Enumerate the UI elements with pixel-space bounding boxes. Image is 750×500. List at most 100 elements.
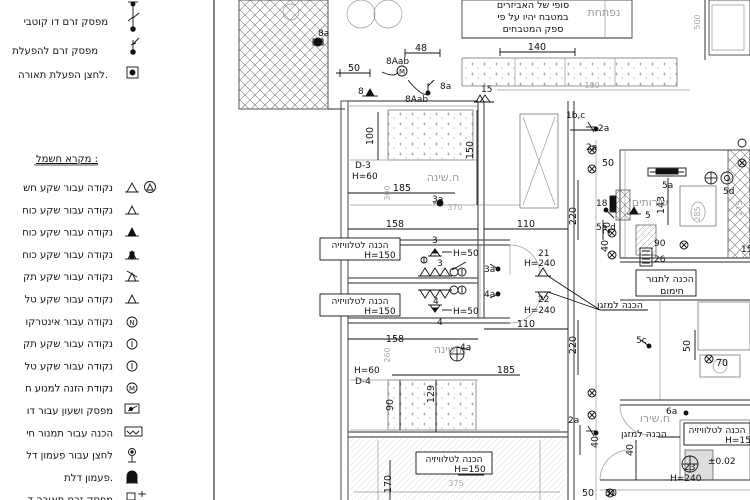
plan-label: 5d <box>723 187 734 197</box>
tv-prep-box-4 <box>683 422 750 446</box>
dimension-value: 48 <box>415 43 427 54</box>
plan-label: 5c <box>636 336 647 346</box>
plan-label: 6a <box>666 407 677 417</box>
plan-label: 8a <box>440 82 451 92</box>
dimension-value: 150 <box>465 141 476 159</box>
dimension-value: 158 <box>386 334 404 345</box>
plan-label: H=50 <box>453 249 479 259</box>
plan-label: 8Aab <box>405 95 428 105</box>
plan-label: D-4 <box>355 377 371 387</box>
legend-heading: מקרא חשמל : <box>36 154 98 165</box>
lighting-button-icon <box>126 66 139 79</box>
tv-prep-label: הכנה לטלוויזיה <box>426 455 483 465</box>
legend-item-label: מפסק ושעון עבור דו <box>27 406 113 417</box>
faint-dimension: 260 <box>383 347 392 362</box>
socket-point-icon <box>125 181 156 193</box>
dimension-value: 110 <box>517 219 535 230</box>
dimension-value: 143 <box>656 196 667 214</box>
legend-item-label: מפסק זרם תאורה ד <box>27 495 113 500</box>
plan-label: 21 <box>538 249 549 259</box>
plan-label: 4a <box>460 343 471 353</box>
legend-item-label: נקודה עבור שקע טל <box>25 295 113 306</box>
tv-prep-label: הכנה לטלוויזיה <box>332 241 389 251</box>
switch-double-pole-icon <box>127 12 140 32</box>
plan-label: H=240 <box>524 306 556 316</box>
socket-point-filled-icon <box>125 249 139 260</box>
plan-label: 22 <box>538 295 549 305</box>
oven-prep-box <box>635 269 697 297</box>
socket-tv-icon <box>418 267 467 277</box>
plan-label: 18 <box>596 199 608 209</box>
dimension-value: 170 <box>383 475 394 493</box>
plan-label: 8Aab <box>386 57 409 67</box>
legend-top-text: מפסק זרם דו קוטבי <box>24 17 108 28</box>
kitchen-note-line: ספק המטבחים <box>503 24 564 35</box>
ac-prep-label: הכנה למזגן <box>621 429 667 440</box>
dimension-value: 90 <box>385 399 396 411</box>
room-label-kitchen: נפתחת <box>588 6 621 19</box>
socket-point-filled-icon <box>647 167 687 177</box>
room-label-bath: ח.שירו <box>640 412 670 425</box>
dimension-value: 185 <box>497 365 515 376</box>
dimension-value: 185 <box>393 183 411 194</box>
legend-item-label: לחצן עבור פעמון דל <box>26 451 113 462</box>
legend-item-label: נקודה עבור אינטרקו <box>26 317 113 328</box>
dimension-value: 50 <box>348 63 360 74</box>
plan-label: 2a <box>598 124 609 134</box>
data-point-icon <box>126 360 138 372</box>
plan-label: 4a <box>484 290 495 300</box>
dimension-value: 70 <box>716 358 728 369</box>
plan-label: 3 <box>437 259 443 269</box>
oven-prep-label: הכנה לתנור <box>646 274 694 285</box>
socket-point-icon <box>535 267 551 277</box>
intercom-icon: N <box>126 316 138 328</box>
switch-double-pole-icon <box>128 0 138 14</box>
ac-prep-label: הכנה למזגן <box>597 300 643 311</box>
dimension-value: 140 <box>528 42 546 53</box>
plan-label: 23 <box>684 463 695 473</box>
plan-label: 5a <box>662 181 673 191</box>
room-label-bedroom: ח.שינה <box>434 343 467 356</box>
switch-heater-icon <box>124 403 140 414</box>
legend-top-text: מפסק זרם להפעלת <box>12 46 98 57</box>
light-point-icon <box>312 37 324 47</box>
tv-prep-height: H=150 <box>364 251 396 261</box>
plan-label: 5a,d <box>596 223 616 233</box>
tv-prep-box-3 <box>415 451 493 475</box>
kitchen-note-line: סופי של האביזרים <box>497 0 569 11</box>
tv-prep-label: הכנה לטלוויזיה <box>689 426 746 436</box>
motor-feed-icon: M <box>126 382 138 394</box>
room-label-bedroom: ח.שינה <box>427 171 460 184</box>
tv-prep-box-1 <box>319 237 401 261</box>
legend-item-label: נקודה עבור שקע חש <box>23 183 113 194</box>
door-bell-icon <box>126 470 138 484</box>
legend-item-label: פעמון דלת. <box>64 473 113 484</box>
dimension-value: 40 <box>590 436 601 448</box>
plan-label: 26 <box>654 255 666 265</box>
plan-label: 3a <box>432 195 443 205</box>
legend-item-label: נקודה עבור שקע תק <box>23 339 113 350</box>
switch-icon <box>425 79 435 96</box>
legend-item-label: נקודת הזנה למנוע ח <box>25 384 113 395</box>
plan-label: 5 <box>645 211 651 221</box>
switch-icon <box>586 121 599 133</box>
plan-label: 4 <box>437 318 443 328</box>
svg-text:M: M <box>129 385 135 393</box>
faint-dimension: 370 <box>447 203 462 212</box>
dimension-value: 50 <box>582 488 594 499</box>
legend-item-label: נקודה עבור שקע טל <box>25 361 113 372</box>
plan-label: 4 <box>433 297 439 307</box>
svg-text:N: N <box>129 319 134 327</box>
socket-point-icon <box>474 94 494 103</box>
plan-label: 3a <box>484 265 495 275</box>
socket-point-filled-icon <box>362 88 378 97</box>
legend-item-label: נקודה עבור שקע כוח <box>22 205 113 216</box>
plan-label: 8a <box>318 29 329 39</box>
oven-prep-label: חימום <box>660 286 684 297</box>
plan-label: H=60 <box>352 172 378 182</box>
plan-label: 15 <box>741 245 750 255</box>
legend-item-label: נקודה עבור שקע כוח <box>22 228 113 239</box>
tv-prep-box-2 <box>319 293 401 317</box>
dimension-value: 50 <box>682 340 693 352</box>
